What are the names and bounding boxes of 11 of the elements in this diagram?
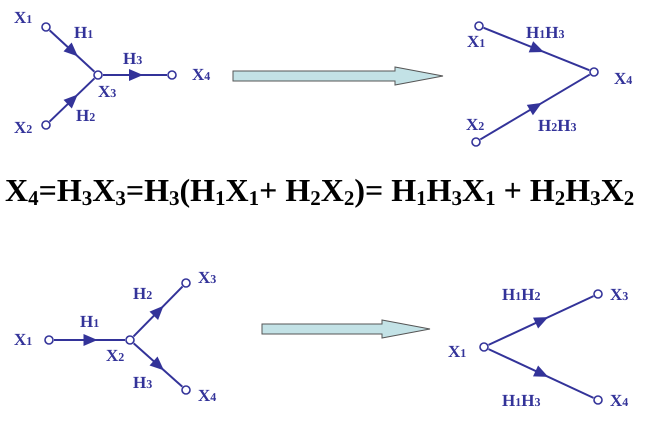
arrow [488, 348, 594, 399]
arrow [133, 342, 183, 388]
equation: X$_{4}$=H$_{3}$X$_{3}$=H$_{3}$(H$_{1}$X$_{1}$+ H$_{2}$X$_{2}$)= H$_{1}$H$_{3}$X$_{1}$ + H$_{2}$H$_{3}$X$_{2}$ [5, 174, 634, 206]
arrow [488, 295, 594, 346]
arrow [480, 74, 590, 140]
arrow [483, 26, 590, 72]
arrow [103, 69, 167, 81]
arrow [49, 30, 95, 72]
arrow [132, 286, 184, 338]
arrow [54, 334, 125, 346]
arrow [48, 78, 96, 122]
